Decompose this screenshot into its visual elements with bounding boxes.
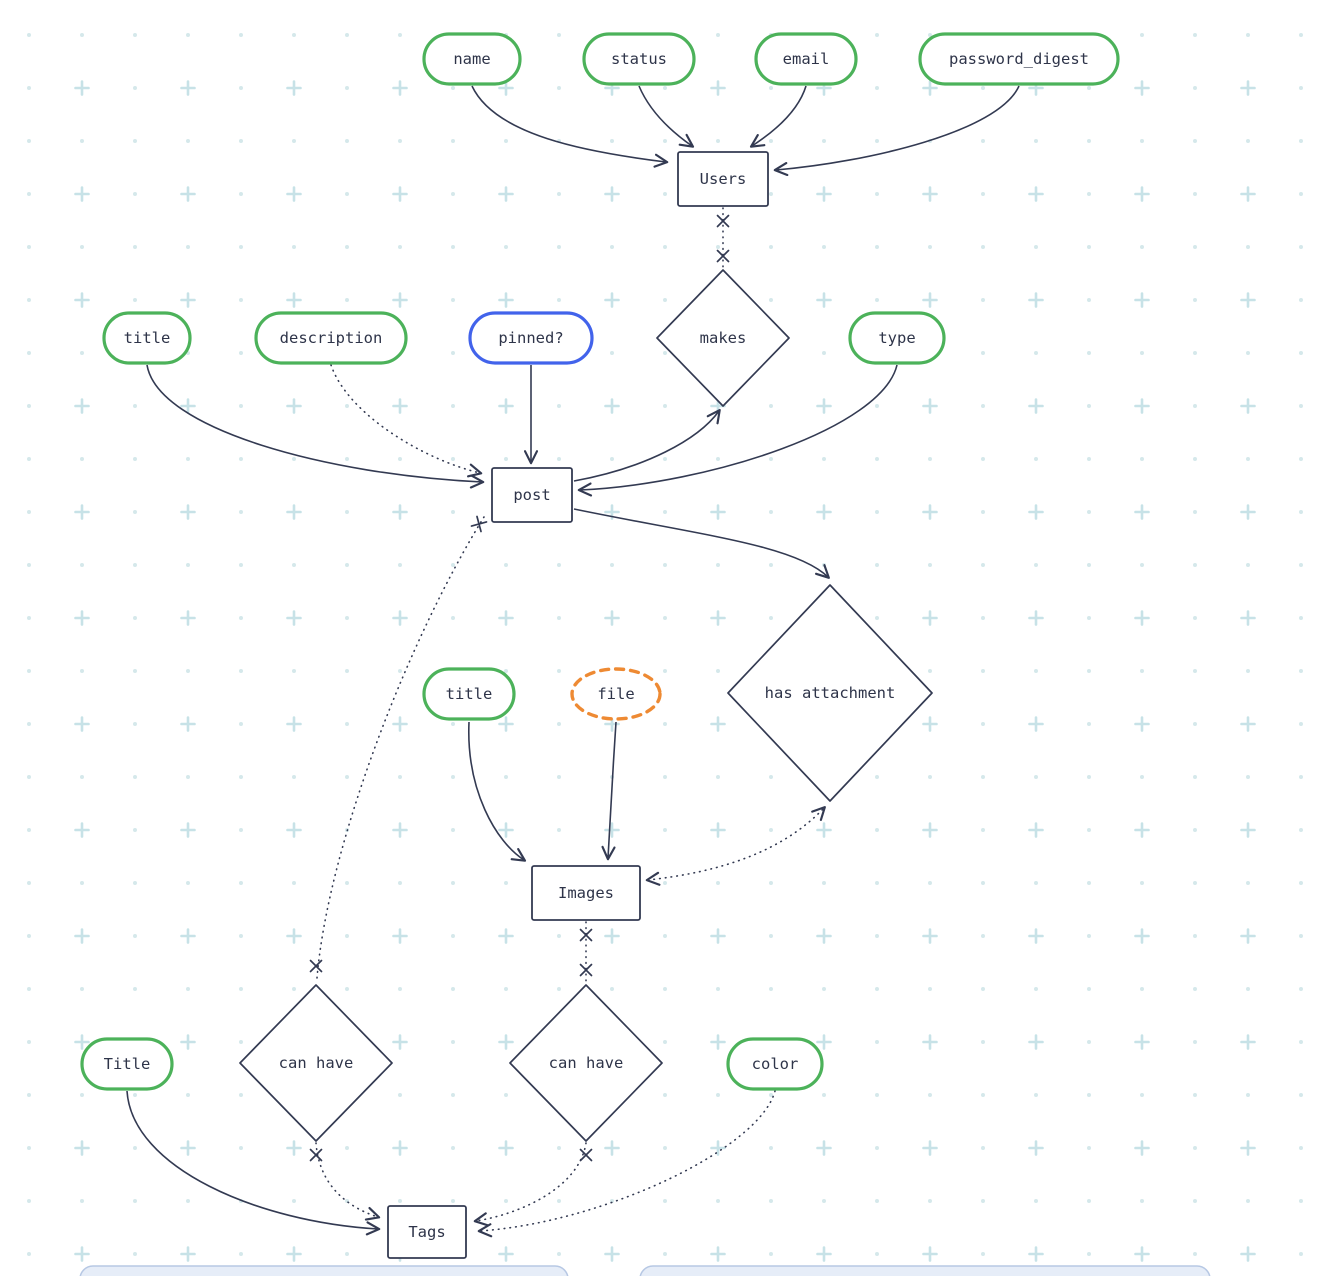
attribute-tag-color[interactable]: color xyxy=(726,1037,824,1091)
edge-titleattr-tags[interactable] xyxy=(126,1090,381,1236)
attribute-ellipse[interactable] xyxy=(570,667,662,721)
attribute-label: file xyxy=(597,685,634,703)
relationship-label: has attachment xyxy=(765,684,896,702)
entity-box[interactable] xyxy=(677,151,769,207)
relationship-diamond[interactable] xyxy=(239,984,393,1142)
attribute-pill[interactable] xyxy=(80,1037,174,1091)
attribute-pill[interactable] xyxy=(726,1037,824,1091)
entity-images[interactable]: Images xyxy=(531,865,641,921)
entity-label: post xyxy=(513,486,550,504)
attribute-post-title[interactable]: title xyxy=(102,311,192,365)
attribute-tag-title[interactable]: Title xyxy=(80,1037,174,1091)
attribute-user-password-digest[interactable]: password_digest xyxy=(918,32,1120,86)
entity-post[interactable]: post xyxy=(491,467,573,523)
cutoff-shape-right[interactable] xyxy=(639,1265,1211,1276)
attribute-label: email xyxy=(783,50,830,68)
attribute-post-type[interactable]: type xyxy=(848,311,946,365)
relationship-diamond[interactable] xyxy=(727,584,933,802)
cutoff-shape-left[interactable] xyxy=(79,1265,569,1276)
attribute-image-file[interactable]: file xyxy=(570,667,662,721)
attribute-post-description[interactable]: description xyxy=(254,311,408,365)
edge-type-post[interactable] xyxy=(577,364,898,497)
attribute-user-name[interactable]: name xyxy=(422,32,522,86)
edges-layer xyxy=(126,85,1020,1238)
relationship-makes[interactable]: makes xyxy=(656,269,790,407)
entity-label: Users xyxy=(700,170,747,188)
entity-users[interactable]: Users xyxy=(677,151,769,207)
attribute-pill[interactable] xyxy=(468,311,594,365)
edge-post-makes[interactable] xyxy=(573,408,721,482)
attribute-pill[interactable] xyxy=(918,32,1120,86)
attribute-pill[interactable] xyxy=(254,311,408,365)
attribute-label: Title xyxy=(104,1055,151,1073)
entity-box[interactable] xyxy=(387,1205,467,1259)
edge-canhave-left-tags[interactable] xyxy=(315,1142,381,1221)
attribute-label: status xyxy=(611,50,667,68)
entity-box[interactable] xyxy=(531,865,641,921)
attribute-label: type xyxy=(878,329,915,347)
edge-post-hasattachment[interactable] xyxy=(573,508,830,579)
edge-description-post[interactable] xyxy=(330,364,483,478)
relationship-post-can-have[interactable]: can have xyxy=(239,984,393,1142)
attribute-image-title[interactable]: title xyxy=(422,667,516,721)
relationship-images-can-have[interactable]: can have xyxy=(509,984,663,1142)
entity-tags[interactable]: Tags xyxy=(387,1205,467,1259)
entity-label: Tags xyxy=(408,1223,445,1241)
edge-password-users[interactable] xyxy=(773,85,1020,177)
attribute-pill[interactable] xyxy=(582,32,696,86)
edge-post-canhave[interactable] xyxy=(316,516,485,979)
attribute-post-pinned[interactable]: pinned? xyxy=(468,311,594,365)
edge-canhave-center-tags[interactable] xyxy=(473,1142,587,1227)
relationship-label: makes xyxy=(700,329,747,347)
relationship-diamond[interactable] xyxy=(656,269,790,407)
attribute-label: description xyxy=(280,329,383,347)
attribute-label: title xyxy=(124,329,171,347)
relationship-label: can have xyxy=(279,1054,354,1072)
entity-label: Images xyxy=(558,884,614,902)
edge-file-images[interactable] xyxy=(601,721,617,861)
attribute-label: password_digest xyxy=(949,50,1089,68)
attribute-pill[interactable] xyxy=(102,311,192,365)
entity-box[interactable] xyxy=(491,467,573,523)
edge-title-images[interactable] xyxy=(468,721,527,862)
attribute-user-email[interactable]: email xyxy=(754,32,858,86)
relationship-label: can have xyxy=(549,1054,624,1072)
edge-title-post[interactable] xyxy=(146,364,485,489)
relationship-has-attachment[interactable]: has attachment xyxy=(727,584,933,802)
edge-email-users[interactable] xyxy=(749,85,807,148)
attribute-label: color xyxy=(752,1055,799,1073)
attribute-label: name xyxy=(453,50,490,68)
edge-name-users[interactable] xyxy=(471,85,669,168)
relationship-diamond[interactable] xyxy=(509,984,663,1142)
attribute-pill[interactable] xyxy=(754,32,858,86)
attribute-user-status[interactable]: status xyxy=(582,32,696,86)
attribute-pill[interactable] xyxy=(422,32,522,86)
attribute-pill[interactable] xyxy=(848,311,946,365)
attribute-label: title xyxy=(446,685,493,703)
attribute-pill[interactable] xyxy=(422,667,516,721)
edge-status-users[interactable] xyxy=(638,85,695,148)
attribute-label: pinned? xyxy=(498,329,563,347)
